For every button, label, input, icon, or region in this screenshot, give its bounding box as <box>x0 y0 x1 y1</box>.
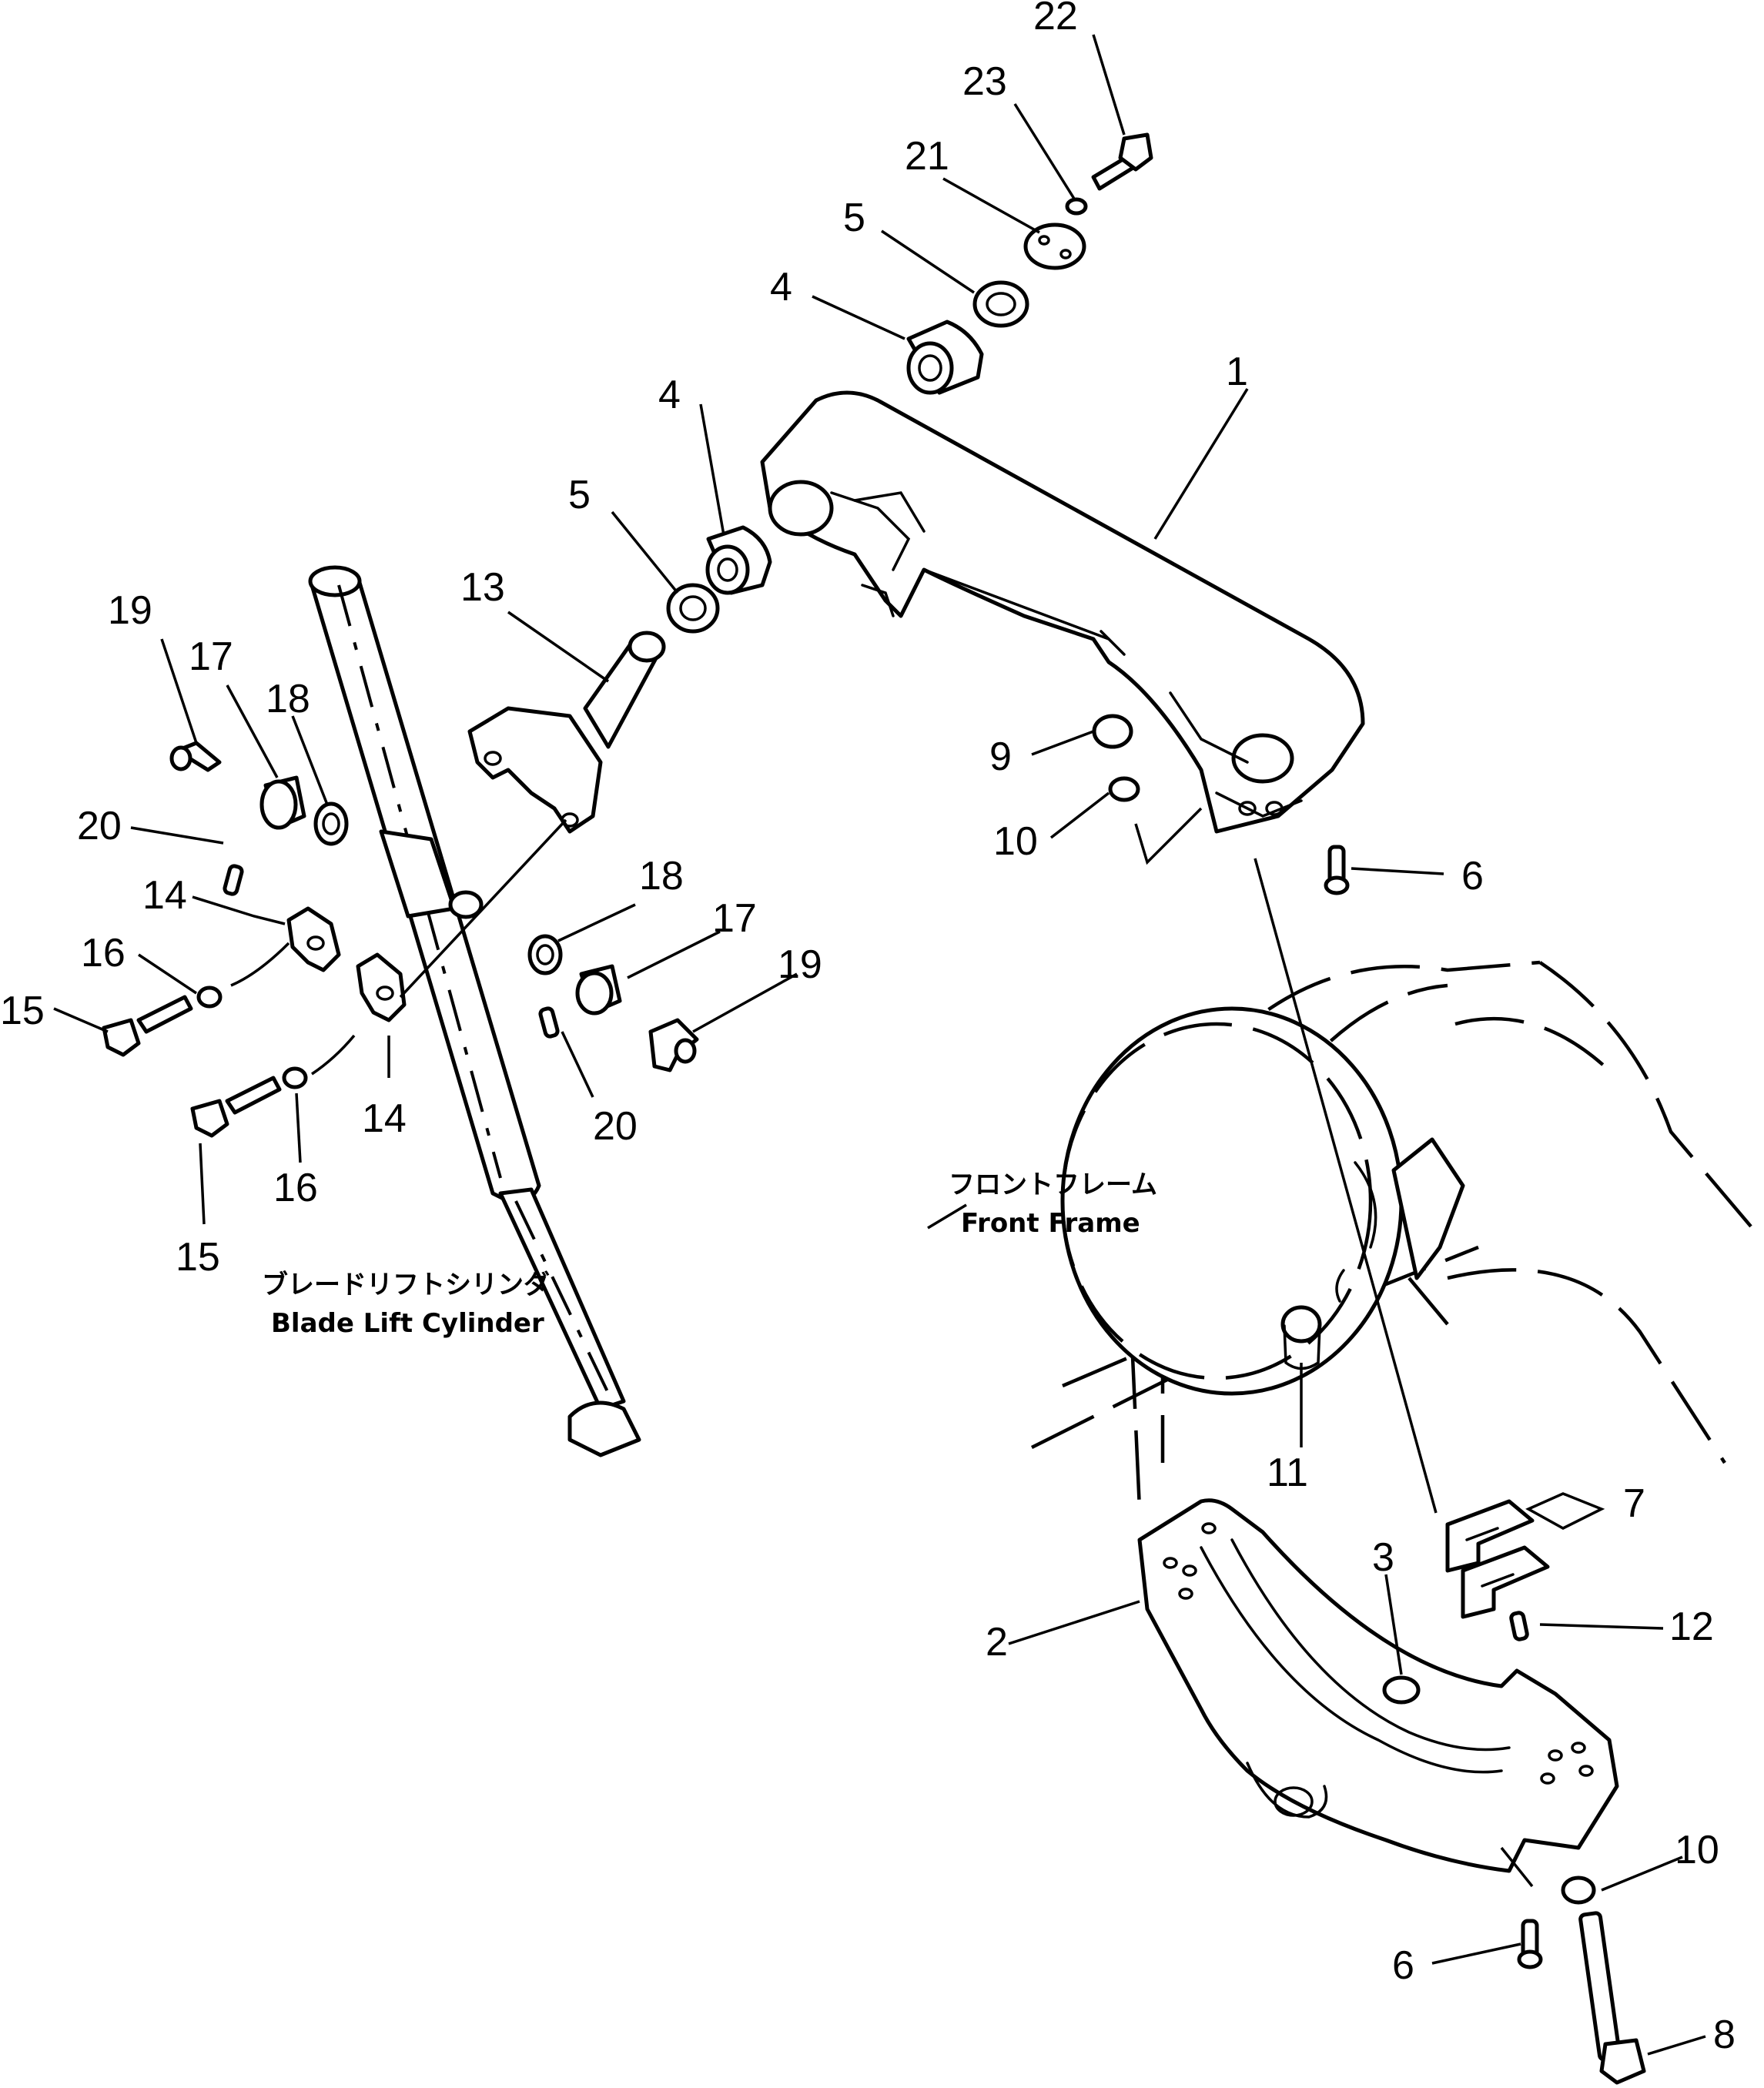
part-2-cap <box>1137 1498 1619 1873</box>
callout-18-left: 18 <box>266 677 310 721</box>
callout-22: 22 <box>1033 0 1078 38</box>
callout-10-lower: 10 <box>1675 1828 1719 1872</box>
part-20-pin-right <box>538 1006 560 1039</box>
part-19-grease-fitting-left <box>169 741 222 772</box>
blade-lift-cylinder <box>308 565 641 1457</box>
callout-18-right: 18 <box>639 854 684 898</box>
callout-15-left: 15 <box>0 989 45 1033</box>
callout-17-right: 17 <box>712 896 757 941</box>
part-15-bolt-left <box>102 995 193 1057</box>
callout-23: 23 <box>962 59 1007 104</box>
part-18-seal-left <box>313 801 349 846</box>
callout-3: 3 <box>1372 1535 1394 1580</box>
callout-5-mid: 5 <box>568 473 591 517</box>
callout-4-mid: 4 <box>658 373 681 417</box>
part-8-bolt <box>1578 1911 1646 2085</box>
callout-20-right: 20 <box>593 1104 638 1149</box>
callout-2: 2 <box>986 1620 1008 1665</box>
part-19-grease-fitting-right <box>648 1018 699 1072</box>
callout-1: 1 <box>1226 350 1248 394</box>
callout-8: 8 <box>1713 2013 1736 2057</box>
part-4-bushing-upper <box>906 320 984 395</box>
blade-lift-cylinder-label-en: Blade Lift Cylinder <box>271 1308 544 1339</box>
blade-lift-cylinder-label-jp: ブレードリフトシリンダ <box>262 1270 550 1300</box>
part-13-yoke <box>467 631 666 834</box>
part-12-pin <box>1509 1611 1529 1641</box>
part-4-bushing-mid <box>705 525 772 595</box>
part-1-arm <box>760 390 1365 834</box>
callout-11: 11 <box>1267 1451 1308 1495</box>
callout-16-left: 16 <box>81 931 126 975</box>
part-11-bushing <box>1280 1305 1322 1343</box>
part-16-washer-left <box>196 985 223 1009</box>
part-10-washer-upper <box>1108 776 1140 802</box>
part-14-clamp-center <box>356 952 407 1022</box>
leader-lines <box>53 34 1706 2056</box>
front-frame-label-jp: フロントフレーム <box>949 1169 1157 1200</box>
part-5-seal-upper <box>972 280 1029 328</box>
part-6-grease-fitting-upper <box>1324 845 1350 895</box>
callout-19-left: 19 <box>108 588 152 633</box>
front-frame-outline <box>1030 960 1757 1510</box>
part-21-plate <box>1023 223 1086 270</box>
callout-20-left: 20 <box>77 804 122 848</box>
part-3-dowel <box>1382 1675 1421 1705</box>
part-15-bolt-center <box>190 1076 282 1138</box>
part-7-shims <box>1445 1499 1550 1619</box>
part-6-grease-fitting-lower <box>1517 1919 1543 1969</box>
part-10-washer-lower <box>1561 1876 1596 1905</box>
callout-9: 9 <box>989 734 1012 779</box>
callout-numbers: 22 23 21 5 4 1 4 5 13 19 17 18 20 14 16 … <box>0 0 1736 2057</box>
callout-10-upper: 10 <box>993 819 1038 864</box>
part-5-seal-mid <box>666 583 720 634</box>
callout-5-upper: 5 <box>843 196 865 240</box>
part-17-bushing-right <box>575 964 622 1016</box>
callout-6-upper: 6 <box>1461 854 1484 898</box>
part-16-washer-center <box>282 1066 308 1089</box>
part-23-lock-washer <box>1065 197 1088 216</box>
callout-14-center: 14 <box>362 1096 407 1141</box>
callout-16-center: 16 <box>273 1166 318 1210</box>
callout-15-center: 15 <box>176 1235 220 1280</box>
part-18-seal-right <box>527 934 563 975</box>
part-14-clamp-left <box>286 906 341 972</box>
callout-19-right: 19 <box>778 942 822 987</box>
callout-17-left: 17 <box>189 634 233 679</box>
callout-6-lower: 6 <box>1392 1943 1414 1988</box>
callout-7: 7 <box>1623 1481 1645 1526</box>
front-frame-label-en: Front Frame <box>961 1208 1140 1239</box>
captions: フロントフレーム Front Frame ブレードリフトシリンダ Blade L… <box>262 1169 1157 1339</box>
part-9-nut <box>1092 714 1133 749</box>
callout-14-left: 14 <box>142 873 187 918</box>
callout-4-upper: 4 <box>770 265 792 310</box>
callout-21: 21 <box>905 134 949 179</box>
part-17-bushing-left <box>259 775 306 830</box>
part-20-pin-left <box>223 864 244 896</box>
callout-12: 12 <box>1669 1604 1714 1649</box>
callout-13: 13 <box>460 565 505 610</box>
part-22-bolt <box>1091 132 1153 191</box>
